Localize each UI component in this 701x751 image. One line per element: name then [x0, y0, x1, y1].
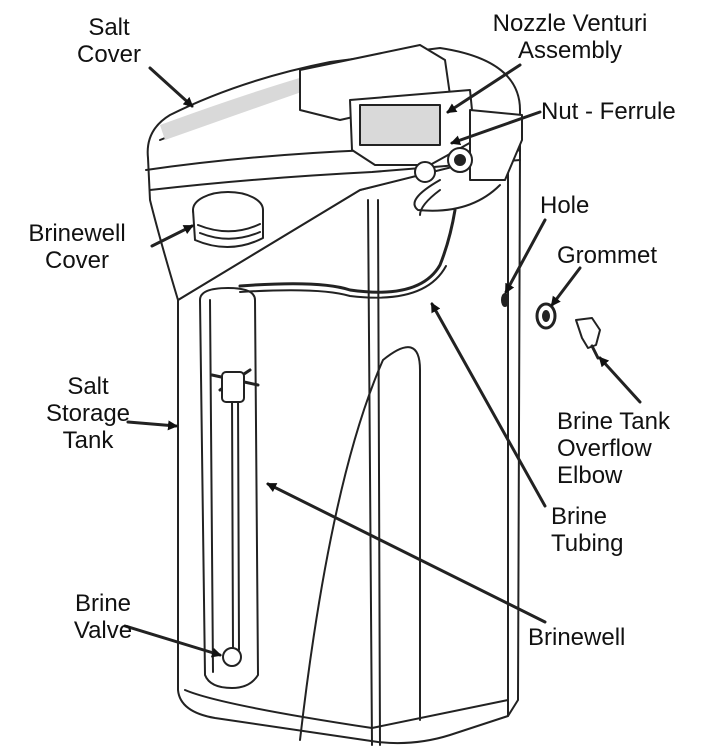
salt-cover-shade [160, 72, 330, 140]
brine-valve-body [222, 647, 242, 667]
brine-tubing-edge [239, 265, 447, 299]
valve-right-panel [469, 109, 523, 181]
label-brine-valve: Brine Valve [73, 590, 133, 644]
label-salt-storage-tank: Salt Storage Tank [45, 373, 131, 454]
overflow-elbow-part [575, 317, 601, 349]
brinewell-cover-rim [192, 209, 264, 249]
arrow-brinewell [266, 482, 547, 624]
arrow-brine-tubing [430, 302, 547, 508]
arrow-nozzle-venturi [446, 63, 522, 114]
label-nut-ferrule: Nut - Ferrule [541, 98, 676, 125]
label-grommet: Grommet [557, 242, 658, 269]
arrow-grommet [550, 266, 582, 307]
arrow-overflow-elbow [598, 356, 642, 404]
overflow-hole [501, 293, 509, 307]
cabinet-curve-panel [299, 346, 421, 741]
valve-tubing-loop [413, 179, 501, 216]
overflow-elbow-tip [590, 344, 600, 360]
label-hole: Hole [540, 192, 590, 219]
label-nozzle-venturi-assembly: Nozzle Venturi Assembly [492, 10, 648, 64]
arrow-brinewell-cover [150, 224, 194, 248]
arrow-brine-valve [123, 624, 222, 658]
label-brine-tank-overflow-elbow: Brine Tank Overflow Elbow [557, 408, 670, 489]
valve-block [359, 104, 441, 146]
brinewell-tube-inner [209, 299, 214, 673]
arrow-salt-storage-tank [126, 420, 178, 431]
label-salt-cover: Salt Cover [76, 14, 142, 68]
label-brinewell: Brinewell [528, 624, 626, 651]
brinewell-tube [199, 287, 259, 689]
label-brine-tubing: Brine Tubing [551, 503, 624, 557]
float-rod [231, 394, 240, 651]
arrow-hole [504, 218, 547, 294]
arrow-salt-cover [148, 66, 194, 108]
arrow-nut-ferrule [450, 110, 542, 146]
cabinet-outline [177, 149, 521, 745]
valve-knob-left [414, 161, 436, 183]
brinewell-cover-ribs [197, 223, 261, 240]
brine-tubing-path [238, 208, 457, 294]
valve-knob-right-inner [454, 154, 466, 166]
cabinet-base [184, 689, 509, 729]
float-body [221, 371, 245, 403]
label-brinewell-cover: Brinewell Cover [28, 220, 126, 274]
grommet-center [542, 310, 550, 322]
